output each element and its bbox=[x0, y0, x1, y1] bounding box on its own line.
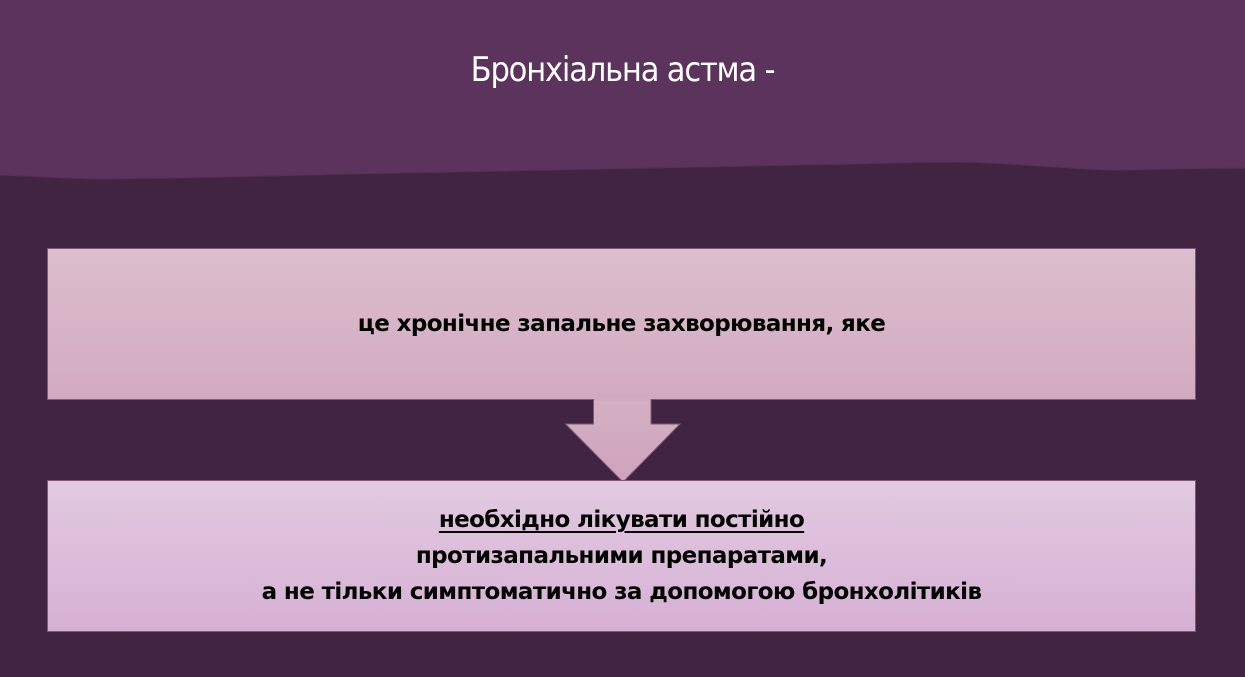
down-arrow-icon bbox=[564, 399, 682, 483]
header-band bbox=[0, 0, 1245, 180]
slide-title: Бронхіальна астма - bbox=[470, 50, 776, 90]
treatment-text-line2: протизапальними препаратами, bbox=[415, 543, 828, 569]
treatment-text-line3: а не тільки симптоматично за допомогою б… bbox=[261, 579, 982, 605]
treatment-emphasis-text: необхідно лікувати постійно bbox=[438, 507, 805, 533]
treatment-box: необхідно лікувати постійно протизапальн… bbox=[47, 480, 1196, 632]
definition-text: це хронічне запальне захворювання, яке bbox=[357, 311, 886, 337]
definition-box: це хронічне запальне захворювання, яке bbox=[47, 248, 1196, 400]
